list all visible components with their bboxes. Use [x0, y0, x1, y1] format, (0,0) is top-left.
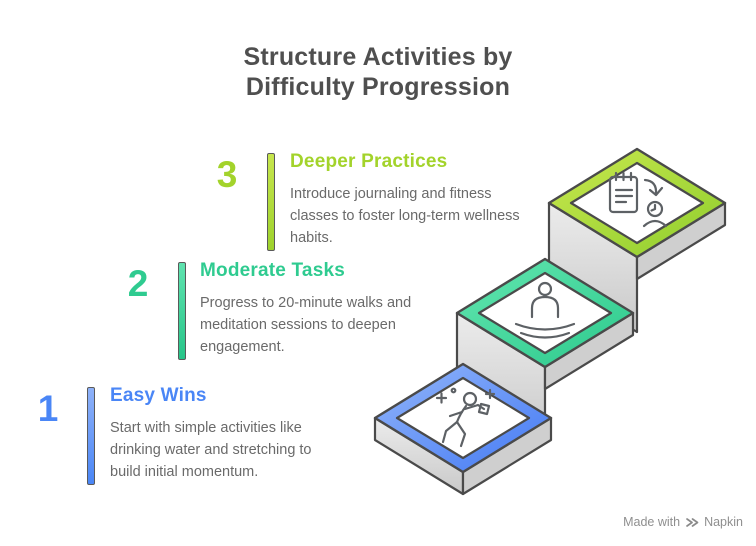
step-3-number: 3 — [216, 154, 238, 195]
step-2-text-block: Moderate Tasks Progress to 20-minute wal… — [200, 260, 435, 358]
step-1-text-block: Easy Wins Start with simple activities l… — [110, 385, 345, 483]
step-2-heading: Moderate Tasks — [200, 260, 346, 281]
dancing-person-icon — [435, 387, 496, 448]
step-1-accent-bar — [87, 387, 95, 485]
step-2-diamond-face — [477, 271, 613, 355]
step-3-description: Introduce journaling and fitness classes… — [290, 186, 520, 246]
napkin-credit-link[interactable]: Made with Napkin — [623, 515, 743, 529]
page-title-line2: Difficulty Progression — [245, 73, 511, 101]
made-with-label: Made with — [623, 515, 681, 529]
step-1-platform — [373, 362, 553, 496]
step-3-accent-bar — [267, 153, 275, 251]
step-2-description: Progress to 20-minute walks and meditati… — [200, 295, 412, 355]
step-1-number: 1 — [37, 388, 59, 429]
napkin-brand-label: Napkin — [704, 515, 743, 529]
step-1-heading: Easy Wins — [110, 385, 207, 406]
napkin-logo-icon — [686, 517, 699, 527]
step-2-number: 2 — [127, 263, 149, 304]
page-title: Structure Activities by Difficulty Progr… — [0, 42, 756, 102]
step-1-description: Start with simple activities like drinki… — [110, 420, 312, 480]
page-title-line1: Structure Activities by — [243, 43, 513, 71]
step-1-diamond-face — [395, 376, 531, 460]
step-2-accent-bar — [178, 262, 186, 360]
step-3-heading: Deeper Practices — [290, 151, 448, 172]
step-3-platform — [547, 147, 727, 334]
meditation-person-icon — [514, 281, 576, 339]
difficulty-stairs-graphic — [373, 147, 727, 496]
step-3-text-block: Deeper Practices Introduce journaling an… — [290, 151, 525, 249]
journal-routine-icon — [608, 171, 668, 228]
